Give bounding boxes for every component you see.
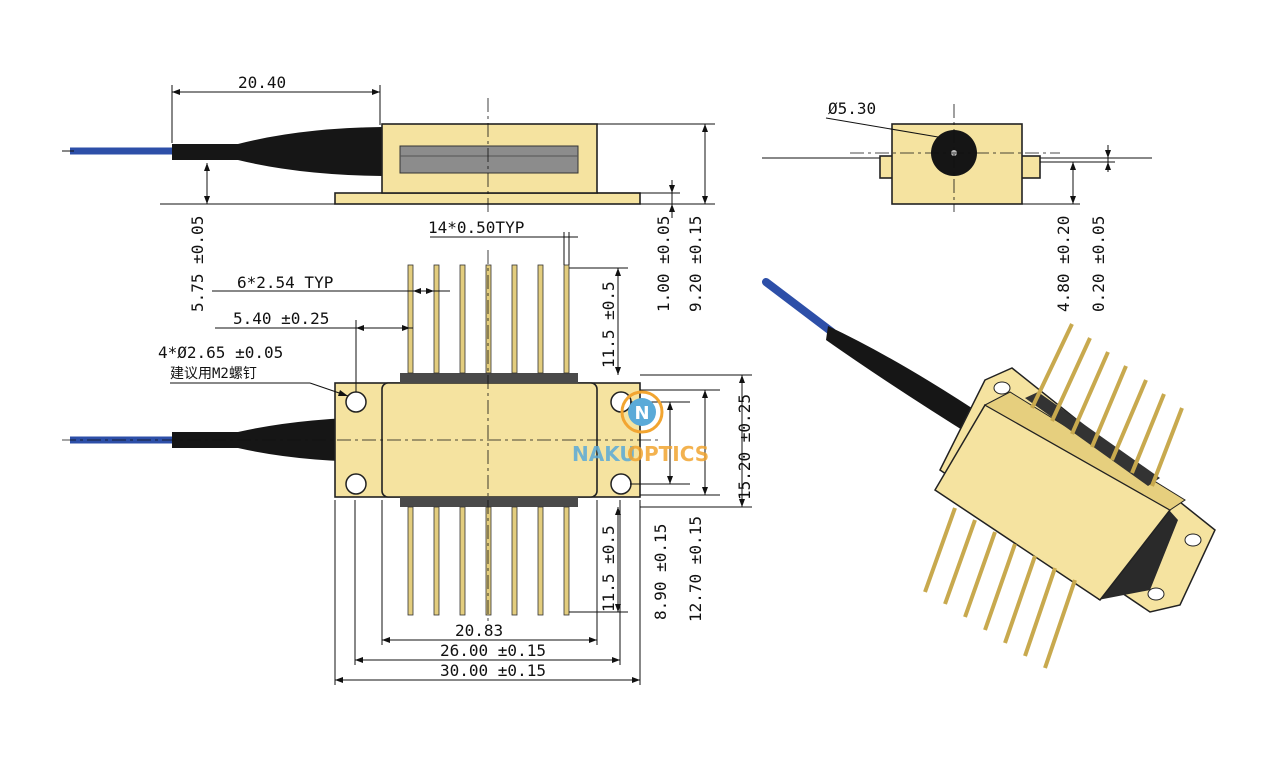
logo-mark: N [634, 403, 649, 424]
side-window [399, 145, 579, 174]
dim-11-5-top: 11.5 ±0.5 [599, 281, 618, 368]
iso-fiber [762, 278, 836, 336]
base-flange [334, 192, 641, 205]
dim-8-90: 8.90 ±0.15 [651, 524, 670, 620]
dim-11-5-bottom: 11.5 ±0.5 [599, 525, 618, 612]
dim-14x0-50: 14*0.50TYP [428, 218, 524, 237]
dim-1-00: 1.00 ±0.05 [654, 216, 673, 312]
mount-hole [610, 473, 632, 495]
brand-logo: N NAKU OPTICS [572, 390, 709, 466]
dim-phi-5-30: Ø5.30 [828, 99, 876, 118]
logo-ring [620, 390, 664, 434]
dim-15-20: 15.20 ±0.25 [735, 394, 754, 500]
dim-6x2-54: 6*2.54 TYP [237, 273, 333, 292]
end-view: Ø5.30 4.80 ±0.20 0.20 ±0.05 [762, 99, 1152, 312]
mount-hole [345, 473, 367, 495]
dim-20-83: 20.83 [455, 621, 503, 640]
logo-text-naku: NAKU [572, 442, 636, 466]
top-view: 14*0.50TYP 6*2.54 TYP 5.40 ±0.25 4*Ø2.65… [62, 218, 754, 685]
dim-26-00: 26.00 ±0.15 [440, 641, 546, 660]
iso-boot [826, 326, 990, 438]
dim-20-40: 20.40 [238, 73, 286, 92]
dim-9-20: 9.20 ±0.15 [686, 216, 705, 312]
dim-4-80: 4.80 ±0.20 [1054, 216, 1073, 312]
dim-0-20: 0.20 ±0.05 [1089, 216, 1108, 312]
dim-12-70: 12.70 ±0.15 [686, 516, 705, 622]
screw-note: 建议用M2螺钉 [170, 366, 257, 382]
logo-badge [628, 398, 656, 426]
pin-row-top [400, 373, 578, 383]
iso-top-pins [1030, 323, 1184, 487]
logo-text-optics: OPTICS [627, 442, 709, 466]
iso-view [762, 278, 1216, 669]
dim-5-40: 5.40 ±0.25 [233, 309, 329, 328]
top-boot [172, 417, 382, 462]
dim-30-00: 30.00 ±0.15 [440, 661, 546, 680]
bottom-pins [407, 506, 570, 616]
fiber-boot [172, 127, 382, 176]
iso-bottom-pins [923, 507, 1077, 669]
dim-5-75: 5.75 ±0.05 [188, 216, 207, 312]
dim-4xphi: 4*Ø2.65 ±0.05 [158, 343, 283, 362]
iso-pin-channel [1025, 392, 1160, 486]
pin-row-bottom [400, 497, 578, 507]
top-pins [407, 264, 570, 374]
mount-hole [345, 391, 367, 413]
side-view: 20.40 5.75 ±0.05 1.00 ±0.05 9.20 ±0.15 [62, 73, 715, 312]
